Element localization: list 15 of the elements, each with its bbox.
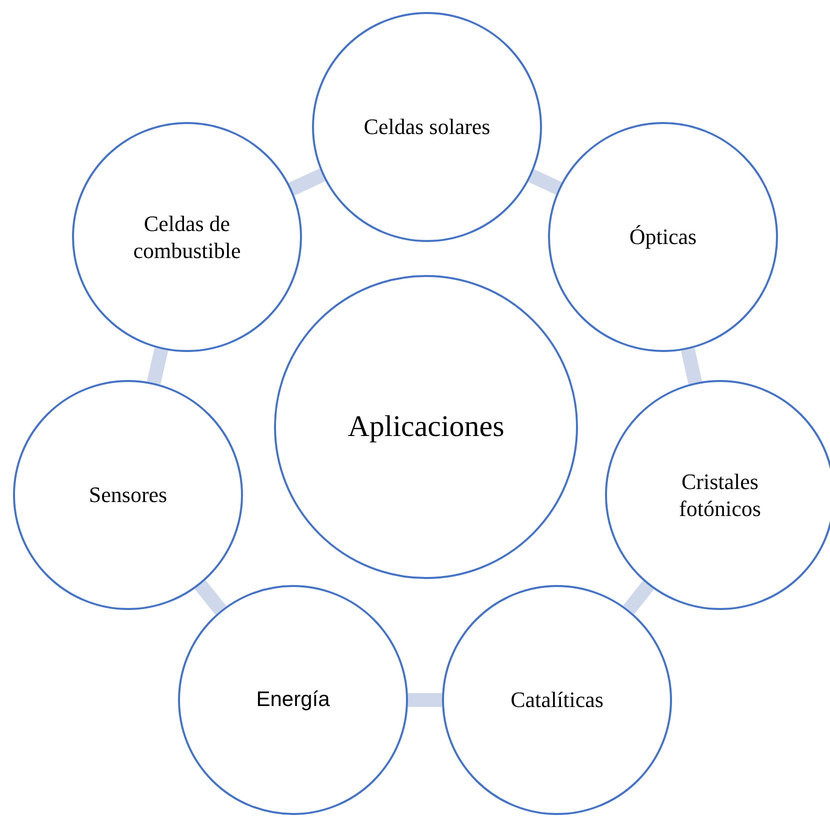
connector-band <box>528 169 562 195</box>
node-label: Sensores <box>88 481 168 509</box>
connector-band <box>194 580 226 615</box>
node-label: Celdas de combustible <box>132 210 242 264</box>
connector-band <box>680 348 702 384</box>
connector-band <box>146 348 168 384</box>
connector-band <box>288 168 326 196</box>
node-label: Celdas solares <box>364 113 490 141</box>
node-label: Catalíticas <box>510 686 604 714</box>
connector-band <box>623 580 654 614</box>
node-label: Aplicaciones <box>348 409 504 446</box>
node-label: Ópticas <box>629 223 697 251</box>
connector-band <box>408 693 442 707</box>
node-label: Cristales fotónicos <box>678 468 762 522</box>
node-label: Energía <box>256 686 330 713</box>
